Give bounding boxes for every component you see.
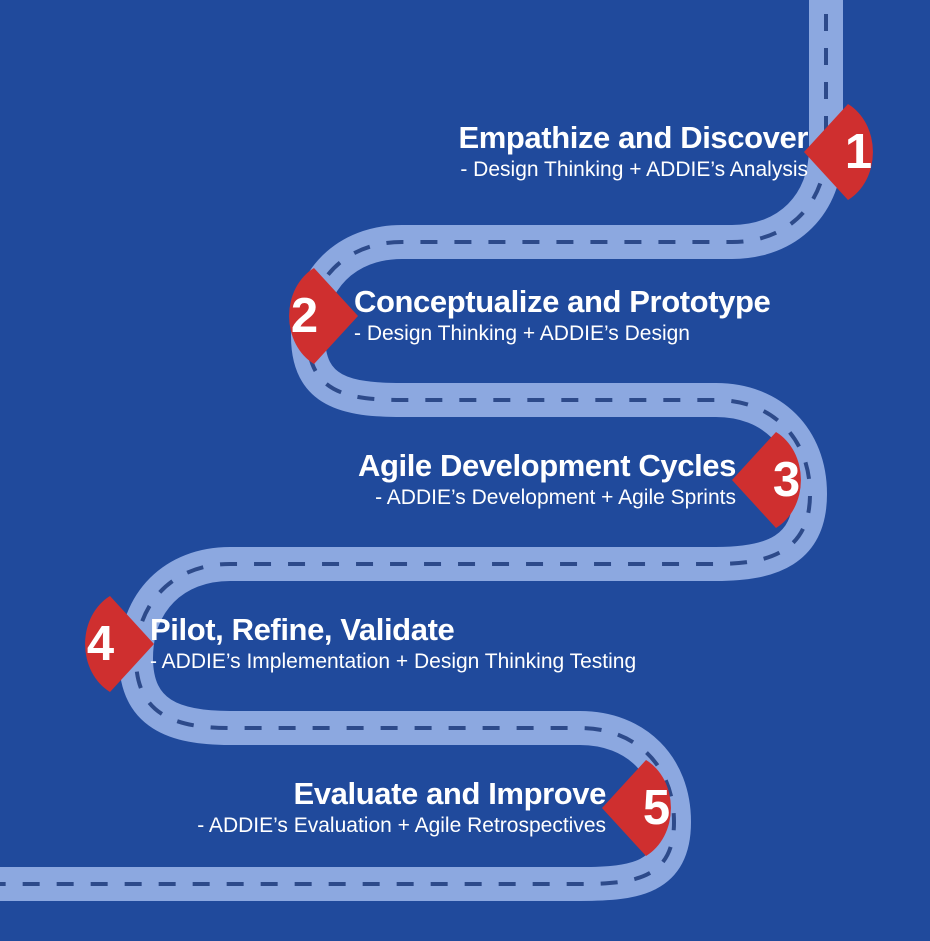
step-2-marker-pin[interactable]: 2 <box>268 262 360 370</box>
step-5[interactable]: Evaluate and Improve - ADDIE’s Evaluatio… <box>197 754 692 862</box>
step-1-text: Empathize and Discover - Design Thinking… <box>458 121 808 182</box>
step-3-text: Agile Development Cycles - ADDIE’s Devel… <box>358 449 736 510</box>
map-pin-icon <box>602 760 671 856</box>
step-3-title: Agile Development Cycles <box>357 448 736 484</box>
map-pin-icon <box>289 268 358 364</box>
step-5-text: Evaluate and Improve - ADDIE’s Evaluatio… <box>197 777 606 838</box>
step-3-number: 3 <box>772 453 800 507</box>
step-1-marker-pin[interactable]: 1 <box>802 98 894 206</box>
step-5-number: 5 <box>642 781 670 835</box>
map-pin-icon <box>85 596 154 692</box>
step-4-subtitle: - ADDIE’s Implementation + Design Thinki… <box>150 649 637 673</box>
map-pin-icon <box>804 104 873 200</box>
step-2-text: Conceptualize and Prototype - Design Thi… <box>354 284 771 346</box>
step-4-title: Pilot, Refine, Validate <box>150 612 455 648</box>
step-5-title: Evaluate and Improve <box>293 776 607 812</box>
step-3-subtitle: - ADDIE’s Development + Agile Sprints <box>375 485 736 509</box>
map-pin-icon <box>732 432 801 528</box>
step-2-title: Conceptualize and Prototype <box>354 284 771 320</box>
step-2-number: 2 <box>290 289 318 343</box>
step-4-text: Pilot, Refine, Validate - ADDIE’s Implem… <box>150 613 636 674</box>
step-1-subtitle: - Design Thinking + ADDIE’s Analysis <box>460 157 808 181</box>
step-3[interactable]: Agile Development Cycles - ADDIE’s Devel… <box>358 426 822 534</box>
step-1-title: Empathize and Discover <box>458 120 808 156</box>
step-5-marker-pin[interactable]: 5 <box>600 754 692 862</box>
step-1[interactable]: Empathize and Discover - Design Thinking… <box>458 98 894 206</box>
step-5-subtitle: - ADDIE’s Evaluation + Agile Retrospecti… <box>197 813 606 837</box>
step-2-subtitle: - Design Thinking + ADDIE’s Design <box>354 321 690 345</box>
step-2[interactable]: 2 Conceptualize and Prototype - Design T… <box>268 262 771 370</box>
step-4-marker-pin[interactable]: 4 <box>64 590 156 698</box>
step-1-number: 1 <box>844 125 872 179</box>
step-4-number: 4 <box>86 617 114 671</box>
step-3-marker-pin[interactable]: 3 <box>730 426 822 534</box>
step-4[interactable]: 4 Pilot, Refine, Validate - ADDIE’s Impl… <box>64 590 636 698</box>
